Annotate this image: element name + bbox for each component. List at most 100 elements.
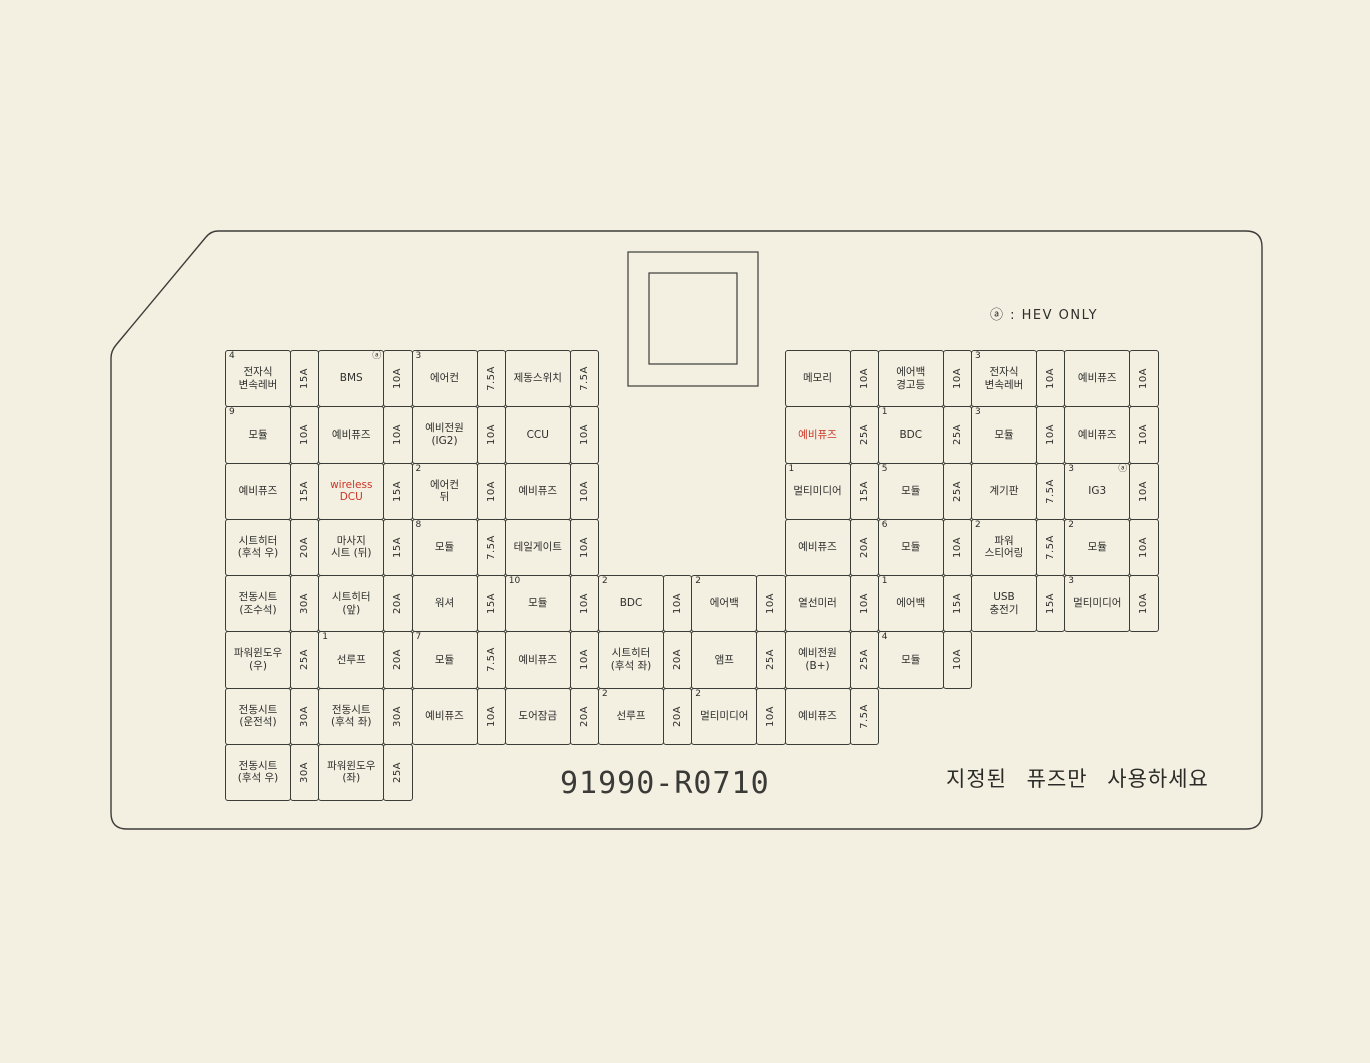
fuse-amp: 30A xyxy=(290,575,320,633)
fuse-amp-value: 7.5A xyxy=(858,703,870,729)
fuse-index: 7 xyxy=(415,632,422,643)
fuse-amp-value: 10A xyxy=(578,424,590,446)
fuse-amp-value: 10A xyxy=(765,593,777,615)
fuse-amp: 7.5A xyxy=(1036,462,1066,520)
fuse-cell: 계기판 xyxy=(971,462,1037,520)
fuse-cell: 예비전원 (IG2) xyxy=(411,406,478,464)
fuse-name: 전동시트 (후석 우) xyxy=(237,759,279,785)
fuse-cell: 예비퓨즈 xyxy=(225,462,291,520)
fuse-amp-value: 10A xyxy=(672,593,684,615)
fuse-amp-value: 25A xyxy=(858,649,870,671)
fuse-name: 파워윈도우 (우) xyxy=(233,647,283,672)
fuse-cell: 전동시트 (후석 좌) xyxy=(318,687,385,745)
fuse-name: 메모리 xyxy=(803,372,832,385)
fuse-amp: 15A xyxy=(1036,575,1066,633)
fuse-name: 에어백 xyxy=(896,597,926,610)
fuse-amp-value: 30A xyxy=(299,761,311,783)
fuse-name: 시트히터 (후석 좌) xyxy=(610,647,652,672)
fuse-amp-value: 10A xyxy=(1138,480,1150,502)
fuse-amp: 20A xyxy=(383,631,413,689)
panel-border xyxy=(110,230,1263,830)
fuse-cell: 열선미러 xyxy=(784,575,851,633)
fuse-name: 예비전원 (IG2) xyxy=(425,422,464,447)
fuse-amp: 20A xyxy=(663,687,693,745)
fuse-amp-value: 10A xyxy=(765,705,777,727)
fuse-cell: 예비퓨즈 xyxy=(504,631,571,689)
fuse-amp-value: 10A xyxy=(858,593,870,615)
fuse-amp: 10A xyxy=(383,350,413,408)
fuse-cell: 에어백 경고등 xyxy=(877,350,944,408)
fuse-name: 전자식 변속레버 xyxy=(984,366,1024,391)
fuse-amp: 10A xyxy=(942,631,972,689)
fuse-amp: 10A xyxy=(1036,406,1066,464)
fuse-amp: 10A xyxy=(942,350,972,408)
fuse-cell: 예비퓨즈 xyxy=(784,687,851,745)
fuse-cell: 워셔 xyxy=(411,575,478,633)
fuse-amp: 25A xyxy=(942,406,972,464)
fuse-amp-value: 15A xyxy=(951,593,963,615)
fuse-amp: 15A xyxy=(383,518,413,576)
fuse-index: 6 xyxy=(881,519,888,530)
fuse-amp: 10A xyxy=(476,406,506,464)
fuse-amp-value: 20A xyxy=(672,649,684,671)
fuse-amp: 15A xyxy=(942,575,972,633)
fuse-cell: 예비퓨즈 xyxy=(784,518,851,576)
fuse-amp: 7.5A xyxy=(476,631,506,689)
fuse-amp: 10A xyxy=(1129,406,1159,464)
fuse-name: 예비전원 (B+) xyxy=(798,647,837,672)
fuse-index: 3 xyxy=(975,407,981,418)
fuse-amp: 10A xyxy=(1036,350,1066,408)
fuse-amp: 30A xyxy=(290,687,320,745)
fuse-index: 5 xyxy=(881,463,888,474)
fuse-amp: 15A xyxy=(849,462,879,520)
fuse-index: 4 xyxy=(229,351,235,361)
fuse-amp-value: 20A xyxy=(392,593,404,615)
fuse-cell: 제동스위치 xyxy=(504,350,571,408)
fuse-amp-value: 30A xyxy=(392,705,404,727)
fuse-name: 전자식 변속레버 xyxy=(238,366,278,391)
fuse-amp: 10A xyxy=(1129,518,1159,576)
fuse-amp: 10A xyxy=(663,575,693,633)
fuse-amp: 10A xyxy=(290,406,320,464)
fuse-index: 2 xyxy=(602,688,608,699)
fuse-name: 전동시트 (후석 좌) xyxy=(330,703,372,729)
fuse-amp: 20A xyxy=(383,575,413,633)
fuse-amp: 20A xyxy=(663,631,693,689)
fuse-index: 2 xyxy=(602,576,608,586)
fuse-amp-value: 10A xyxy=(1138,536,1150,558)
fuse-amp-value: 15A xyxy=(299,480,311,502)
fuse-amp: 10A xyxy=(1129,575,1159,633)
fuse-name: IG3 xyxy=(1088,484,1107,497)
fuse-cell: 시트히터 (후석 우) xyxy=(225,518,291,576)
fuse-cell: 마사지 시트 (뒤) xyxy=(318,518,385,576)
fuse-amp-value: 10A xyxy=(1138,424,1150,446)
fuse-amp-value: 15A xyxy=(485,593,497,615)
fuse-name: 예비퓨즈 xyxy=(518,484,558,497)
fuse-amp: 7.5A xyxy=(476,518,506,576)
fuse-amp: 10A xyxy=(942,518,972,576)
cutout-inner-rect xyxy=(648,272,738,365)
fuse-index: 4 xyxy=(881,632,888,643)
fuse-cell: wireless DCU xyxy=(318,462,385,520)
fuse-cell: USB 충전기 xyxy=(971,575,1037,633)
fuse-amp-value: 7.5A xyxy=(485,647,497,673)
fuse-amp: 10A xyxy=(849,350,879,408)
fuse-amp: 10A xyxy=(569,462,599,520)
fuse-amp: 30A xyxy=(383,687,413,745)
fuse-name: BMS xyxy=(339,372,363,385)
fuse-amp: 10A xyxy=(569,575,599,633)
fuse-amp-value: 20A xyxy=(578,705,590,727)
fuse-name: 모듈 xyxy=(901,484,921,497)
fuse-index: 3 xyxy=(1068,463,1074,474)
fuse-name: 예비퓨즈 xyxy=(518,653,558,666)
fuse-cell: 예비퓨즈 xyxy=(411,687,478,745)
fuse-index: 2 xyxy=(415,463,422,474)
fuse-amp-value: 25A xyxy=(765,649,777,671)
hev-marker-icon: ⓐ xyxy=(1118,463,1128,474)
